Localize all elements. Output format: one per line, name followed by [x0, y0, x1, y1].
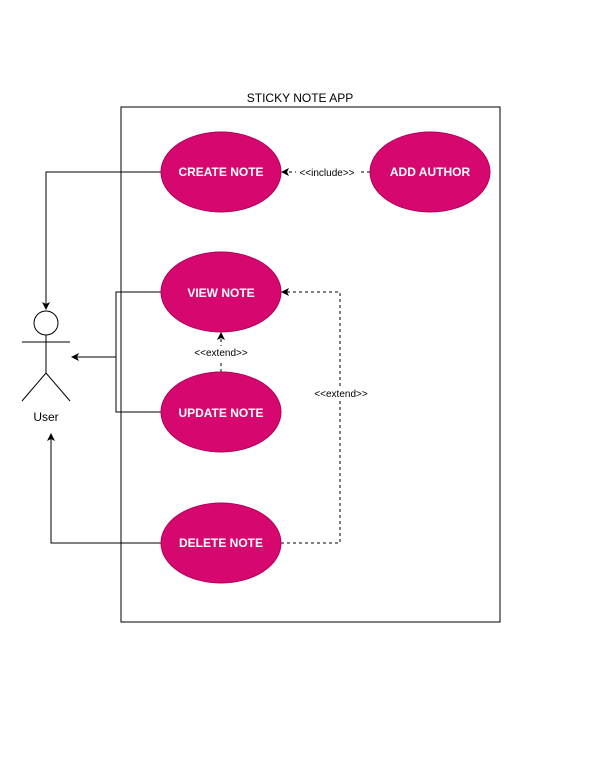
extend-update-label-background [192, 346, 252, 360]
use-case-delete-note[interactable]: DELETE NOTE [160, 502, 282, 584]
include-label: <<include>> [299, 168, 354, 179]
use-case-delete-note-shape [160, 502, 282, 584]
extend-delete-to-view-line [281, 288, 341, 544]
use-case-delete-note-label: DELETE NOTE [179, 536, 263, 550]
user-actor[interactable]: User [21, 310, 71, 424]
system-boundary [120, 106, 501, 623]
use-case-update-note-shape [160, 371, 282, 453]
association-view-update-bracket [115, 291, 161, 413]
system-title: STICKY NOTE APP [247, 91, 353, 105]
actor-label: User [33, 410, 58, 424]
association-create-to-user [42, 171, 161, 310]
actor-head [33, 310, 59, 336]
use-case-view-note-shape [160, 251, 282, 333]
actor-left-leg [21, 372, 47, 402]
extend-delete-label: <<extend>> [314, 389, 368, 400]
use-case-create-note[interactable]: CREATE NOTE [160, 131, 282, 213]
use-case-update-note-label: UPDATE NOTE [178, 406, 263, 420]
use-case-create-note-shape [160, 131, 282, 213]
use-case-add-author-label: ADD AUTHOR [390, 165, 471, 179]
use-case-view-note-label: VIEW NOTE [187, 286, 254, 300]
extend-delete-label-background [311, 386, 371, 400]
actor-right-leg [45, 372, 71, 402]
association-delete-to-user [47, 433, 161, 544]
extend-update-label: <<extend>> [194, 348, 248, 359]
use-case-add-author-shape [369, 131, 491, 213]
use-case-update-note[interactable]: UPDATE NOTE [160, 371, 282, 453]
use-case-view-note[interactable]: VIEW NOTE [160, 251, 282, 333]
use-case-create-note-label: CREATE NOTE [178, 165, 263, 179]
include-label-background [296, 165, 358, 179]
use-case-add-author[interactable]: ADD AUTHOR [369, 131, 491, 213]
